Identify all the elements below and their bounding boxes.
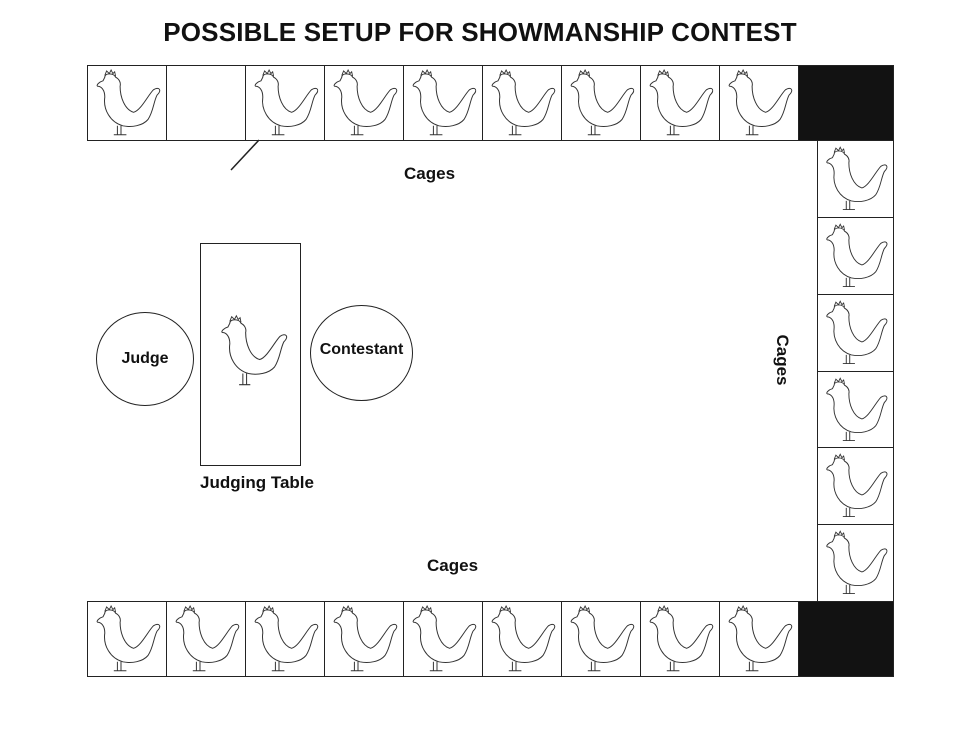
cage-bottom-7 [561, 601, 641, 677]
contestant-circle: Contestant [310, 305, 413, 401]
rooster-icon [491, 68, 556, 136]
cage-right-1 [817, 140, 894, 218]
judge-circle: Judge [96, 312, 194, 406]
rooster-icon [649, 68, 714, 136]
rooster-icon [412, 68, 477, 136]
diagram-title: POSSIBLE SETUP FOR SHOWMANSHIP CONTEST [163, 17, 797, 47]
rooster-icon [96, 68, 161, 136]
cage-bottom-2 [166, 601, 246, 677]
cage-top-10 [798, 65, 894, 141]
cage-top-8 [640, 65, 720, 141]
cage-bottom-10 [798, 601, 894, 677]
cage-top-1 [87, 65, 167, 141]
cage-right-3 [817, 294, 894, 372]
cage-right-2 [817, 217, 894, 295]
rooster-icon [826, 530, 888, 595]
rooster-icon [826, 300, 888, 365]
cage-top-4 [324, 65, 404, 141]
rooster-icon [333, 604, 398, 672]
judging-table-label: Judging Table [200, 473, 314, 492]
rooster-icon [333, 68, 398, 136]
cage-right-6 [817, 524, 894, 602]
rooster-icon [649, 604, 714, 672]
cage-top-9 [719, 65, 799, 141]
rooster-icon [491, 604, 556, 672]
cage-bottom-4 [324, 601, 404, 677]
cages-bottom-label: Cages [427, 556, 479, 575]
cage-bottom-5 [403, 601, 483, 677]
cage-bottom-1 [87, 601, 167, 677]
rooster-icon [826, 453, 888, 518]
cage-top-2 [166, 65, 246, 141]
cage-bottom-8 [640, 601, 720, 677]
rooster-icon [96, 604, 161, 672]
cage-right-5 [817, 447, 894, 525]
rooster-icon [570, 68, 635, 136]
rooster-icon [175, 604, 240, 672]
rooster-icon [570, 604, 635, 672]
judge-label: Judge [121, 350, 169, 367]
rooster-icon [728, 68, 793, 136]
cage-top-7 [561, 65, 641, 141]
rooster-icon [412, 604, 477, 672]
rooster-icon [254, 604, 319, 672]
rooster-icon [826, 146, 888, 211]
contestant-label: Contestant [319, 341, 404, 358]
judging-table [200, 243, 301, 466]
rooster-icon [826, 223, 888, 288]
rooster-icon [254, 68, 319, 136]
cages-top-label: Cages [404, 164, 456, 183]
cages-right-label: Cages [773, 334, 792, 386]
rooster-icon [221, 314, 288, 386]
cage-top-6 [482, 65, 562, 141]
cage-bottom-6 [482, 601, 562, 677]
rooster-icon [728, 604, 793, 672]
rooster-icon [826, 377, 888, 442]
cage-right-4 [817, 371, 894, 449]
